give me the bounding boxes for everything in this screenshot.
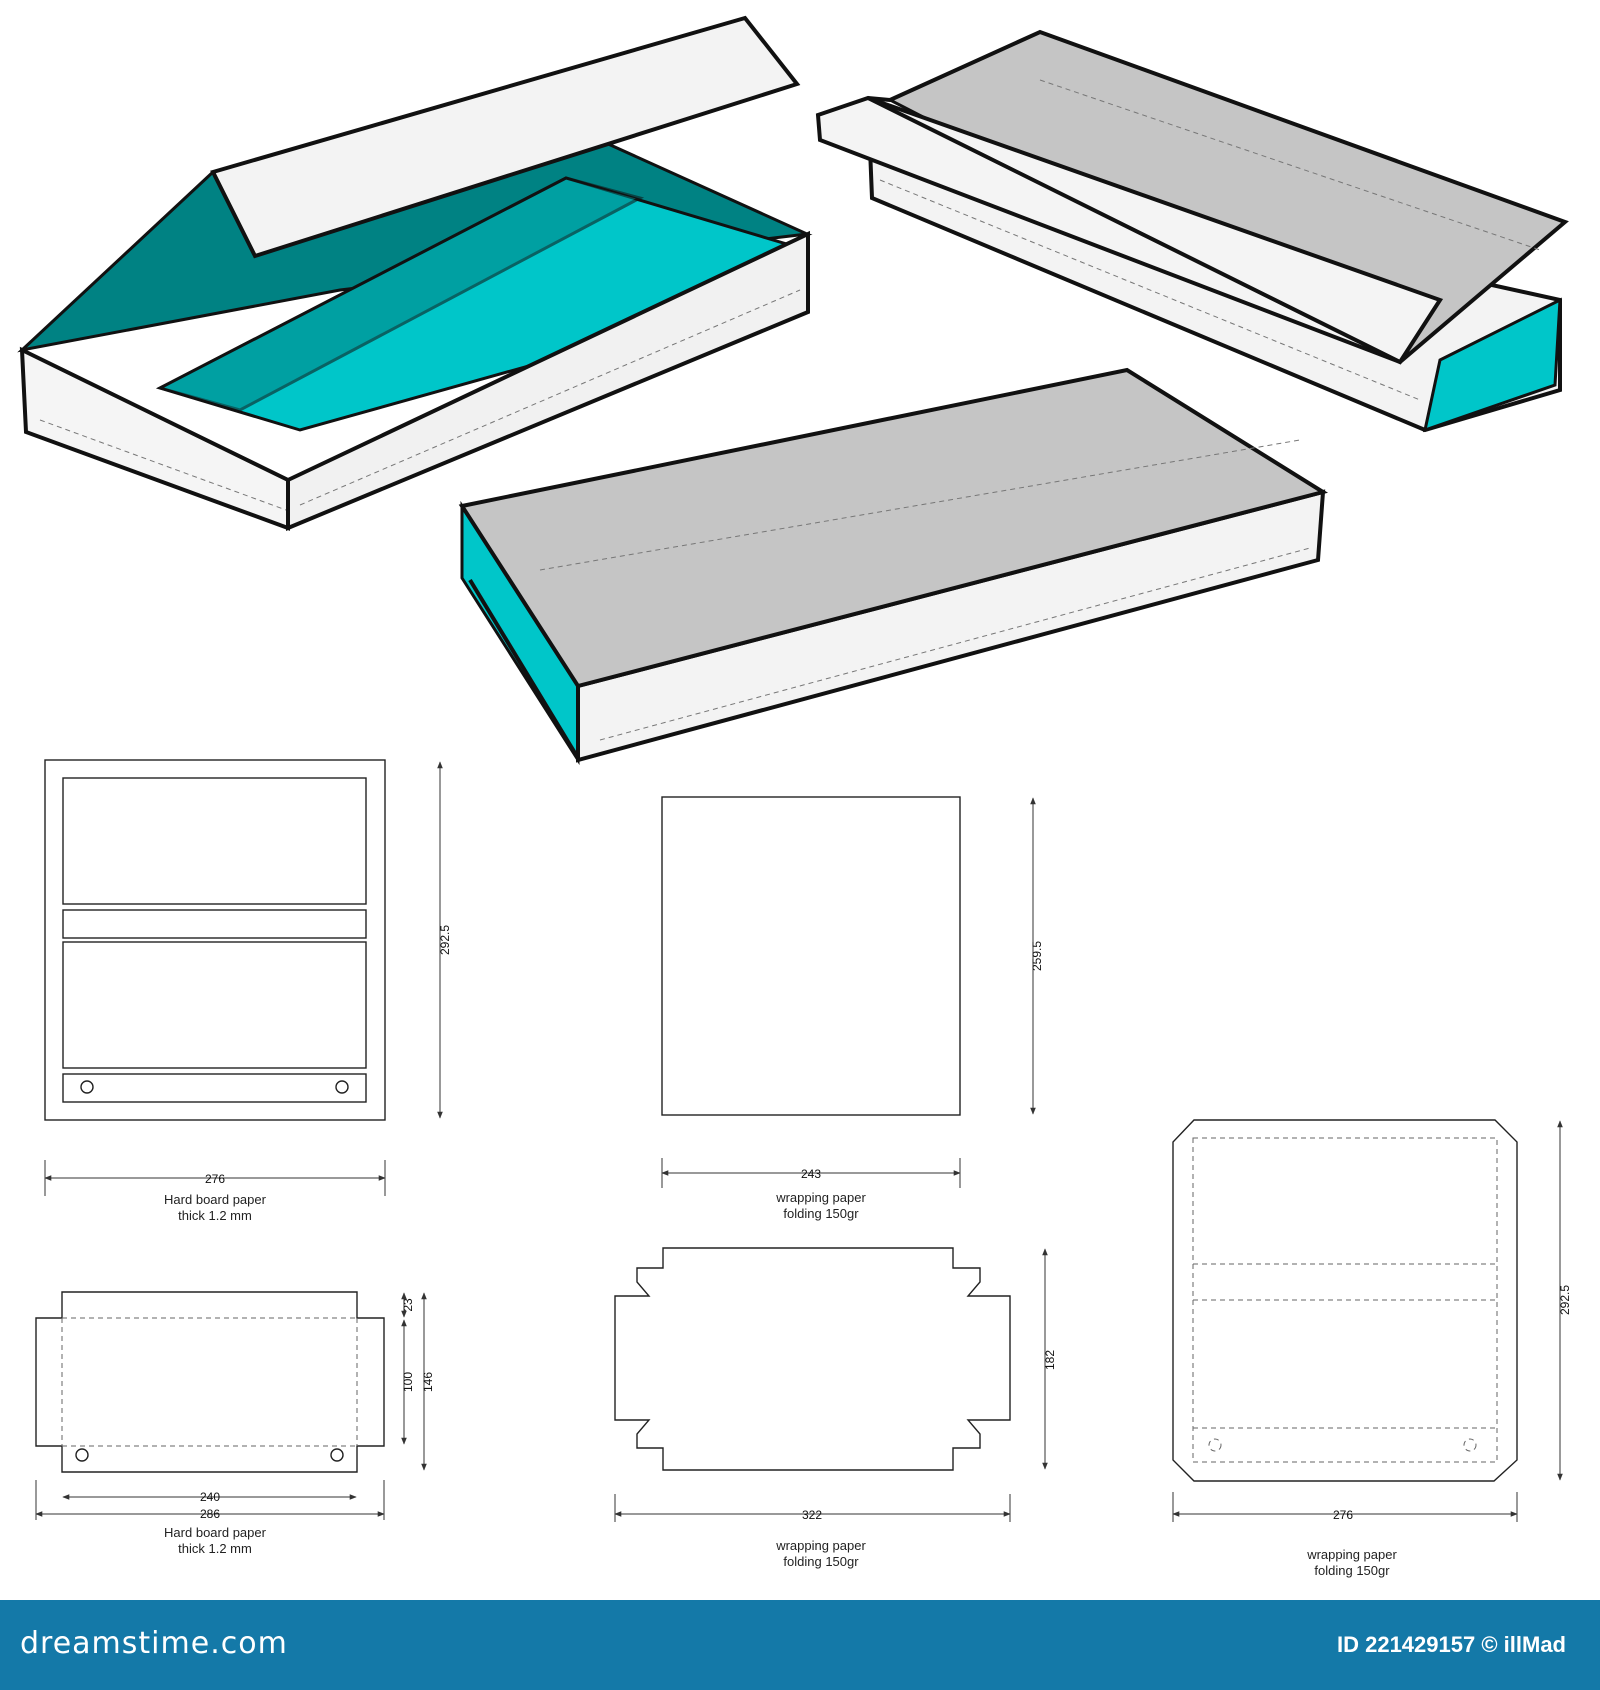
caption-line: folding 150gr bbox=[1314, 1563, 1390, 1578]
wrapping-sheet-drawing bbox=[661, 796, 961, 1116]
dim-panel-height: 292.5 bbox=[438, 925, 452, 955]
dim-tray-wrap-width: 322 bbox=[802, 1508, 822, 1522]
cover-wrap-drawing bbox=[1172, 1119, 1518, 1482]
caption-line: Hard board paper bbox=[164, 1525, 266, 1540]
caption-line: wrapping paper bbox=[1307, 1547, 1397, 1562]
footer-bar: dreamstime.com ID 221429157 © illMad bbox=[0, 1600, 1600, 1690]
dim-tray-outer-width: 286 bbox=[200, 1507, 220, 1521]
box1-lid bbox=[210, 15, 801, 259]
caption-line: Hard board paper bbox=[164, 1192, 266, 1207]
dim-tray-wrap-height: 182 bbox=[1043, 1350, 1057, 1370]
dim-cover-wrap-height: 292.5 bbox=[1558, 1285, 1572, 1315]
flat-box-illustration bbox=[458, 367, 1329, 766]
caption-line: wrapping paper bbox=[776, 1538, 866, 1553]
open-box-illustration bbox=[17, 15, 813, 531]
caption-line: thick 1.2 mm bbox=[178, 1541, 252, 1556]
caption-line: thick 1.2 mm bbox=[178, 1208, 252, 1223]
caption-line: folding 150gr bbox=[783, 1206, 859, 1221]
diagram-canvas: 276 292.5 243 259.5 23 100 146 240 286 bbox=[17, 15, 1572, 1522]
box1-floor-shade bbox=[155, 176, 645, 412]
dim-panel-width: 276 bbox=[205, 1172, 225, 1186]
image-id-credit: ID 221429157 © illMad bbox=[1336, 1632, 1566, 1657]
tray-wrap-drawing bbox=[614, 1247, 1011, 1471]
box2-teal-edge bbox=[1422, 297, 1562, 433]
caption-tray-wrap: wrapping paper folding 150gr bbox=[731, 1538, 911, 1570]
box2-flap bbox=[815, 95, 1444, 365]
caption-cover-wrap: wrapping paper folding 150gr bbox=[1262, 1547, 1442, 1579]
caption-line: folding 150gr bbox=[783, 1554, 859, 1569]
caption-wrapping-sheet: wrapping paper folding 150gr bbox=[731, 1190, 911, 1222]
caption-line: wrapping paper bbox=[776, 1190, 866, 1205]
brand-logo[interactable]: dreamstime.com bbox=[20, 1626, 288, 1661]
dim-cover-wrap-width: 276 bbox=[1333, 1508, 1353, 1522]
dim-sheet-height: 259.5 bbox=[1030, 941, 1044, 971]
dim-sheet-width: 243 bbox=[801, 1167, 821, 1181]
tray-board-drawing bbox=[35, 1291, 385, 1473]
caption-hard-board-panel: Hard board paper thick 1.2 mm bbox=[125, 1192, 305, 1224]
closed-box-illustration bbox=[815, 29, 1569, 433]
caption-tray-board: Hard board paper thick 1.2 mm bbox=[125, 1525, 305, 1557]
hard-board-panel-drawing bbox=[44, 759, 386, 1121]
dim-tray-total-height: 146 bbox=[421, 1372, 435, 1392]
dim-tray-flap: 23 bbox=[401, 1298, 415, 1312]
dim-tray-base: 100 bbox=[401, 1372, 415, 1392]
dim-tray-inner-width: 240 bbox=[200, 1490, 220, 1504]
